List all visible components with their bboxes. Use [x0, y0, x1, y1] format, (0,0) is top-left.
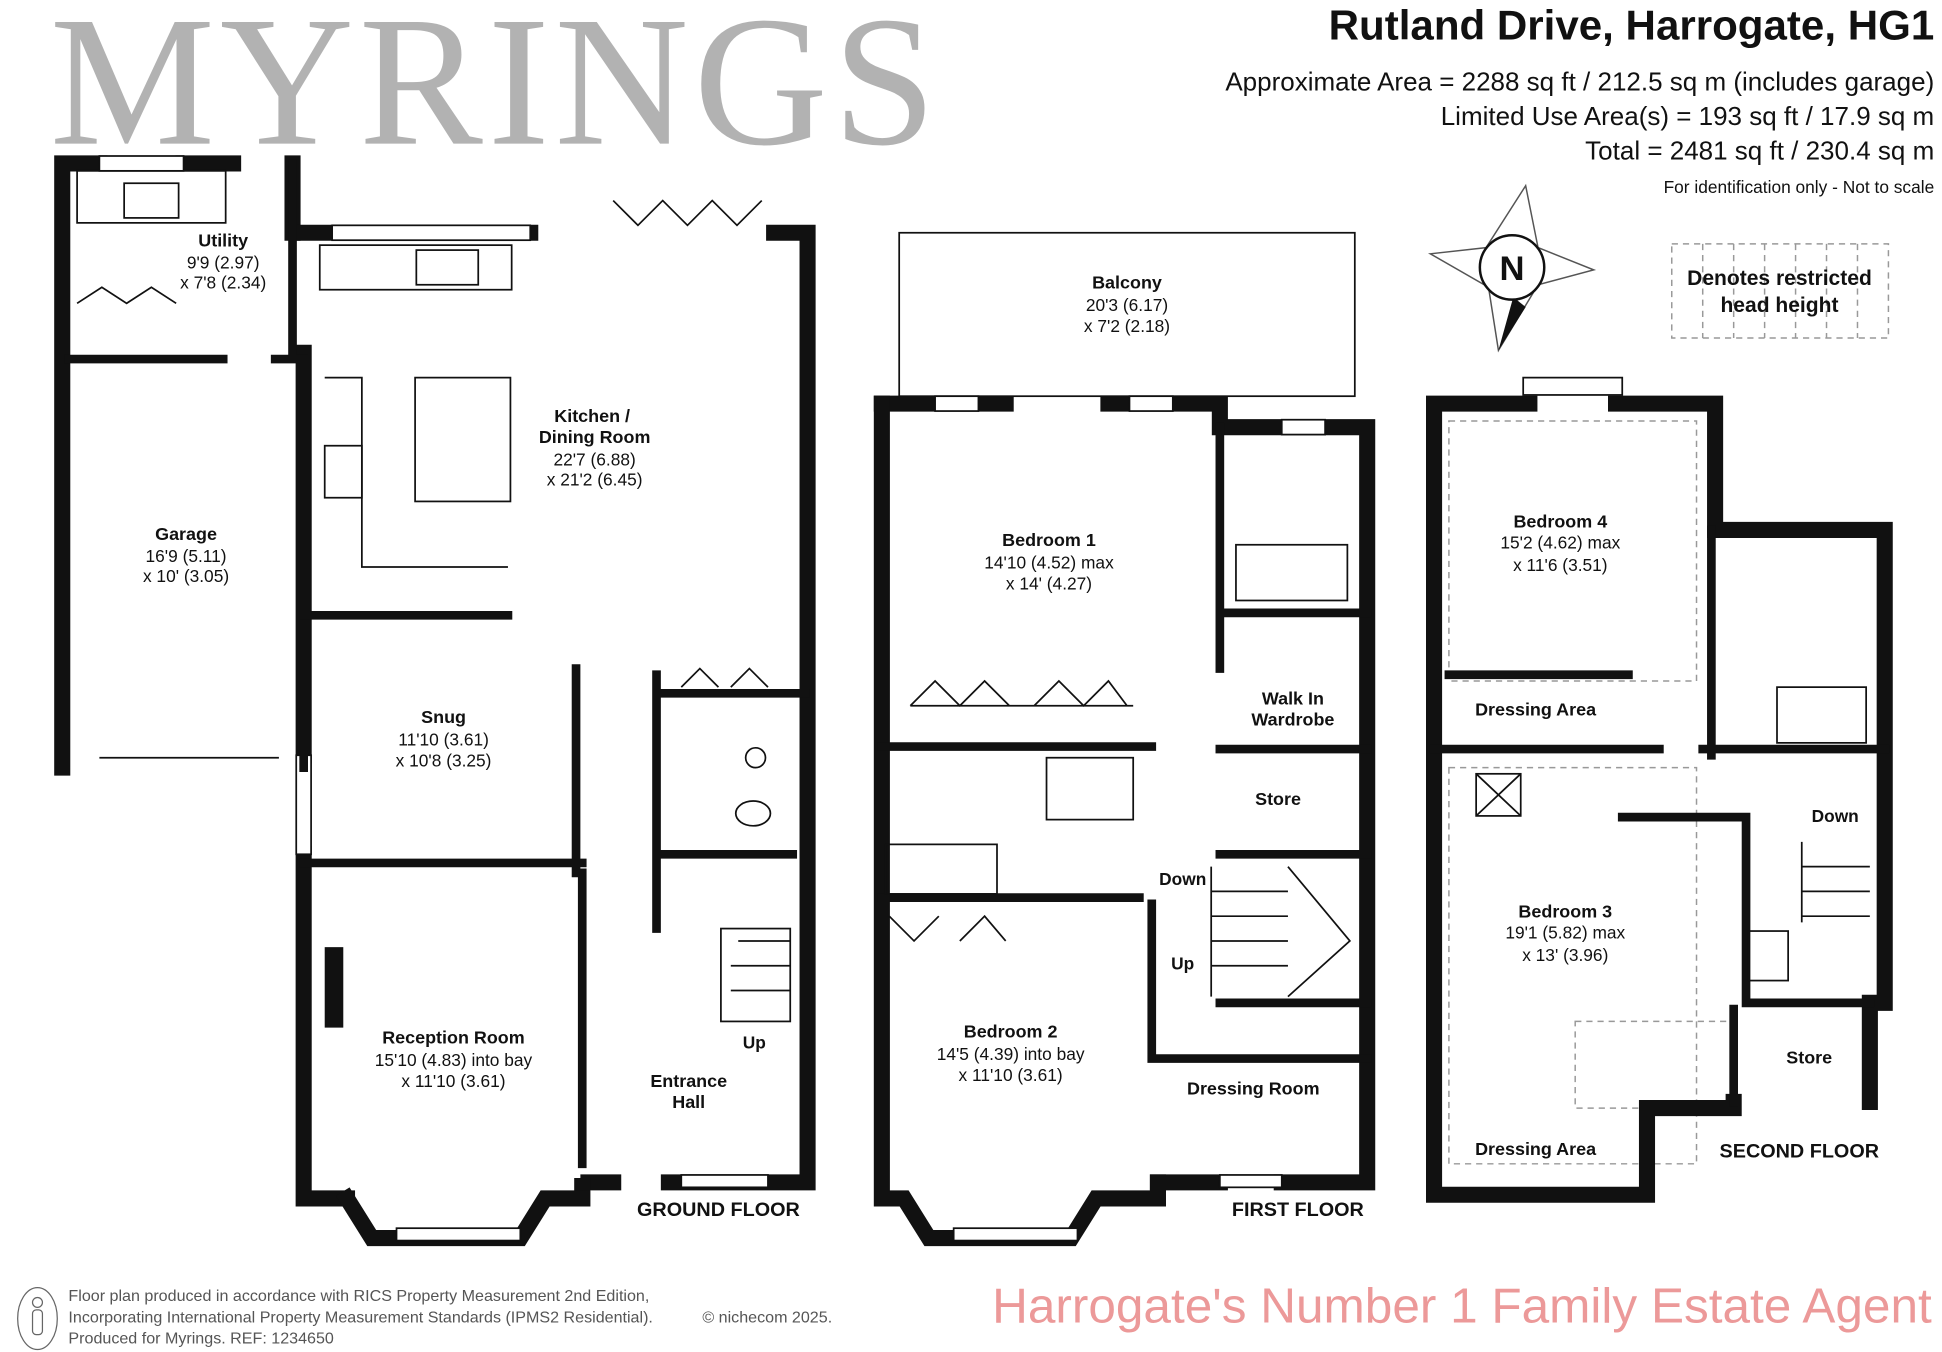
- room-dimensions: x 11'10 (3.61): [401, 1071, 505, 1091]
- room-dimensions: 14'10 (4.52) max: [984, 552, 1114, 572]
- room-name: Hall: [672, 1092, 705, 1112]
- stairs-label: Up: [1171, 953, 1194, 973]
- room-dimensions: 11'10 (3.61): [398, 729, 489, 749]
- ground-floor-plan: [54, 155, 816, 1247]
- room-dimensions: x 11'10 (3.61): [959, 1065, 1063, 1085]
- room-dimensions: x 13' (3.96): [1522, 945, 1608, 965]
- room-dimensions: 15'2 (4.62) max: [1500, 532, 1620, 552]
- footer-text: Floor plan produced in accordance with R…: [68, 1287, 649, 1305]
- room-dimensions: 14'5 (4.39) into bay: [937, 1044, 1085, 1064]
- watermark-brand: MYRINGS: [50, 0, 941, 185]
- room-name: Bedroom 2: [964, 1022, 1058, 1042]
- floor-label: FIRST FLOOR: [1232, 1199, 1364, 1221]
- room-name: Walk In: [1262, 688, 1324, 708]
- room-dimensions: x 11'6 (3.51): [1513, 555, 1608, 575]
- compass-icon: N: [1427, 183, 1597, 353]
- compass-north-label: N: [1500, 250, 1525, 288]
- room-name: Dining Room: [539, 427, 651, 447]
- room-dimensions: 20'3 (6.17): [1086, 295, 1168, 315]
- room-dimensions: 16'9 (5.11): [146, 546, 227, 566]
- room-name: Reception Room: [382, 1028, 525, 1048]
- room-dimensions: 22'7 (6.88): [553, 450, 635, 470]
- room-name: Store: [1786, 1048, 1832, 1068]
- limited-use-area: Limited Use Area(s) = 193 sq ft / 17.9 s…: [1441, 101, 1935, 131]
- footer-text: Incorporating International Property Mea…: [68, 1308, 652, 1326]
- room-dimensions: x 7'8 (2.34): [180, 272, 266, 292]
- room-name: Utility: [198, 230, 248, 250]
- legend-text: head height: [1720, 294, 1838, 317]
- legend-text: Denotes restricted: [1687, 267, 1872, 290]
- rics-logo: [17, 1287, 58, 1351]
- room-name: Bedroom 3: [1518, 901, 1612, 921]
- room-dimensions: 15'10 (4.83) into bay: [375, 1050, 533, 1070]
- room-name: Wardrobe: [1251, 710, 1334, 730]
- room-name: Balcony: [1092, 272, 1162, 292]
- room-name: Dressing Area: [1475, 700, 1597, 720]
- room-name: Bedroom 1: [1002, 530, 1096, 550]
- room-name: Garage: [155, 524, 217, 544]
- room-name: Snug: [421, 707, 466, 727]
- room-name: Bedroom 4: [1513, 511, 1607, 531]
- total-area: Total = 2481 sq ft / 230.4 sq m: [1585, 136, 1934, 166]
- stairs-label: Down: [1812, 806, 1859, 826]
- room-name: Dressing Room: [1187, 1078, 1320, 1098]
- scale-note: For identification only - Not to scale: [1664, 177, 1935, 197]
- footer-copyright: © nichecom 2025.: [702, 1308, 832, 1326]
- floor-label: GROUND FLOOR: [637, 1199, 800, 1221]
- room-name: Kitchen /: [554, 406, 630, 426]
- room-name: Dressing Area: [1475, 1139, 1597, 1159]
- room-name: Entrance: [650, 1071, 727, 1091]
- room-dimensions: x 10'8 (3.25): [396, 750, 492, 770]
- property-title: Rutland Drive, Harrogate, HG1: [1329, 2, 1935, 49]
- restricted-height-legend: Denotes restricted head height: [1671, 243, 1890, 339]
- room-dimensions: x 21'2 (6.45): [547, 469, 643, 489]
- room-dimensions: x 14' (4.27): [1006, 573, 1092, 593]
- room-name: Store: [1255, 789, 1301, 809]
- footer-text: Produced for Myrings. REF: 1234650: [68, 1329, 333, 1347]
- room-dimensions: x 10' (3.05): [143, 566, 229, 586]
- room-dimensions: 19'1 (5.82) max: [1505, 922, 1625, 942]
- stairs-label: Up: [743, 1033, 766, 1053]
- first-floor-plan: [873, 231, 1376, 1247]
- watermark-tagline: Harrogate's Number 1 Family Estate Agent: [992, 1278, 1932, 1333]
- room-dimensions: x 7'2 (2.18): [1084, 316, 1170, 336]
- second-floor-plan: [1426, 376, 1893, 1203]
- floor-label: SECOND FLOOR: [1720, 1141, 1879, 1163]
- approximate-area: Approximate Area = 2288 sq ft / 212.5 sq…: [1225, 66, 1934, 96]
- room-dimensions: 9'9 (2.97): [187, 253, 260, 273]
- stairs-label: Down: [1159, 869, 1206, 889]
